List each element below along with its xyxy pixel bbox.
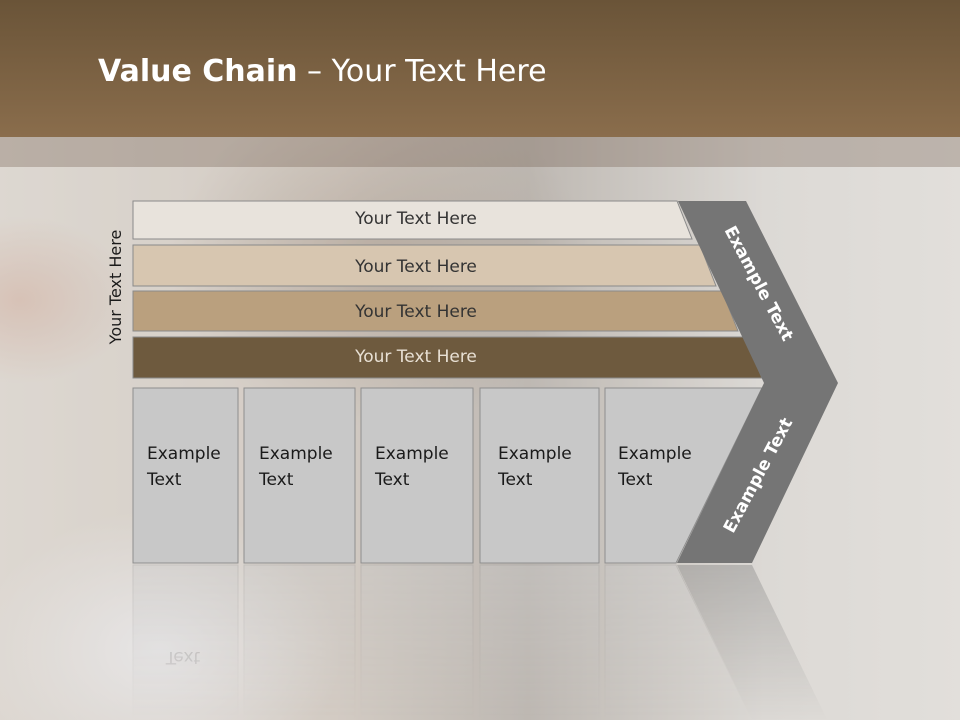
- row-label-1: Your Text Here: [354, 209, 477, 229]
- box-5: [604, 387, 763, 564]
- slide-title-rest: – Your Text Here: [297, 54, 547, 89]
- box-4-line1: Example: [498, 444, 572, 464]
- box-1: [132, 387, 239, 564]
- row-bar-3: [132, 290, 739, 332]
- box-2-line1: Example: [259, 444, 333, 464]
- title-bar: [0, 0, 960, 137]
- chevron-arrow: [677, 201, 838, 563]
- box-reflection: [243, 564, 356, 720]
- title-strip: [0, 137, 960, 167]
- box-2-line2: Text: [258, 470, 294, 490]
- box-3: [360, 387, 474, 564]
- box-5-line2: Text: [617, 470, 653, 490]
- box-4-line2: Text: [497, 470, 533, 490]
- box-4: [479, 387, 600, 564]
- slide-title: Value Chain – Your Text Here: [98, 54, 547, 89]
- chevron-reflection: [677, 565, 828, 720]
- row-label-3: Your Text Here: [354, 302, 477, 322]
- row-bar-1: [132, 200, 693, 240]
- box-reflection: [604, 564, 753, 720]
- box-reflection: [479, 564, 600, 720]
- box-reflection: [360, 564, 474, 720]
- box-1-line2: Text: [146, 470, 182, 490]
- box-3-line2: Text: [374, 470, 410, 490]
- box-3-line1: Example: [375, 444, 449, 464]
- slide-title-bold: Value Chain: [98, 54, 298, 89]
- box-2: [243, 387, 356, 564]
- reflection-group: Text: [132, 564, 828, 720]
- row-label-4: Your Text Here: [354, 347, 477, 367]
- row-bar-2: [132, 244, 717, 287]
- box-reflection: [132, 564, 239, 720]
- box-reflection-text: Text: [165, 647, 201, 667]
- box-5-line1: Example: [618, 444, 692, 464]
- row-label-2: Your Text Here: [354, 257, 477, 277]
- box-1-line1: Example: [147, 444, 221, 464]
